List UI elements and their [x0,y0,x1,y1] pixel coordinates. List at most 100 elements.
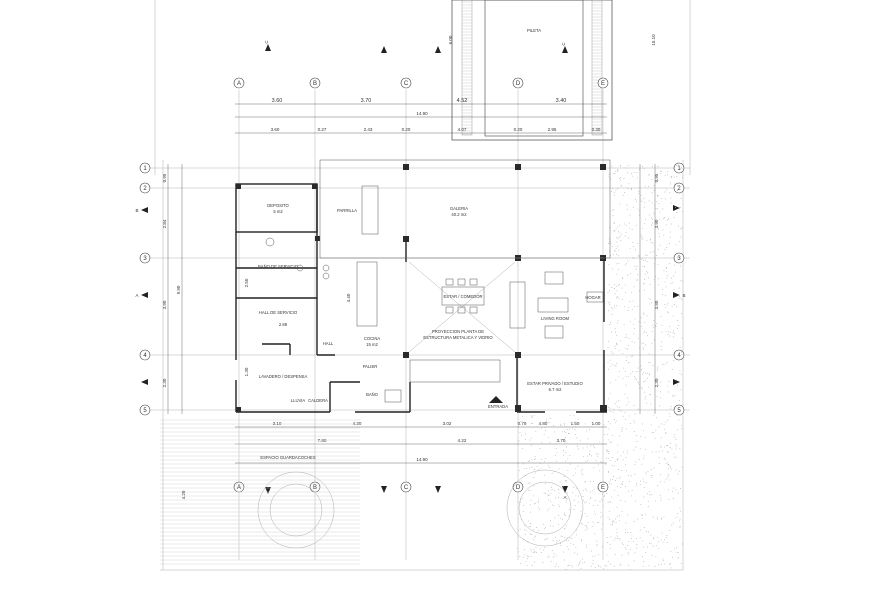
room-label-bano: BAÑO [366,392,379,397]
dim-pool-left: 6.00 [448,35,453,44]
axis-label-a-top: A [237,81,241,87]
dim-top-sub-5: 4.07 [458,127,467,132]
room-area-cocina: 15 m2 [366,342,378,347]
axis-label-4-left: 4 [143,353,147,359]
walls [235,183,607,413]
garden-texture [517,164,684,571]
dim-hall-servicio: 2.88 [279,322,288,327]
dim-top-sub-4: 0.20 [402,127,411,132]
axis-label-d-bottom: D [516,485,521,491]
dim-left-4: 2.30 [162,378,167,387]
room-label-cocina: COCINA [364,336,380,341]
room-label-lavadero: LAVADERO / DESPENSA [259,374,308,379]
pool-deck-hatch [462,1,602,135]
dim-bottom-total: 14.90 [416,457,428,462]
dim-bottom-3: 3.02 [443,421,452,426]
dim-guardacoches: 4.20 [181,490,186,499]
room-label-deposito: DEPOSITO [267,203,289,208]
dim-bottom-1: 3.10 [273,421,282,426]
section-mark-c-top-right: C [561,42,566,46]
dim-bottom-10: 3.70 [557,438,566,443]
axis-label-2-left: 2 [143,186,147,192]
dim-top-3: 4.52 [457,98,468,104]
dimensions-left: 0.95 2.84 3.90 2.30 9.90 [162,164,183,414]
room-label-guardacoches: ESPACIO GUARDACOCHES [260,455,316,460]
section-mark-c-top: C [264,40,269,44]
dim-bottom-9: 4.22 [458,438,467,443]
axis-label-1-right: 1 [677,166,681,172]
dim-top-sub-3: 2.43 [364,127,373,132]
room-label-estar-comedor: ESTAR / COMEDOR [443,294,482,299]
axis-label-1-left: 1 [143,166,147,172]
room-label-palier: PALIER [363,364,378,369]
axis-bubbles-left: 1 2 3 4 5 [139,162,151,416]
axis-label-c-bottom: C [404,485,409,491]
room-label-lluvia: LLUVIA [291,398,306,403]
dim-small-1: 2.50 [244,278,249,287]
axis-label-5-right: 5 [677,408,681,414]
dim-top-2: 3.70 [361,98,372,104]
grid-lines [150,0,691,571]
dim-bottom-8: 7.80 [318,438,327,443]
room-area-deposito: 5 m2 [273,209,283,214]
dim-top-total: 14.90 [416,111,428,116]
section-mark-b-left: B [135,208,138,213]
projection-note-line-1: PROYECCION PLANTA DE [432,329,484,334]
dim-bottom-6: 1.50 [571,421,580,426]
pool-label: PILETA [527,28,541,33]
dim-right-4: 2.30 [654,378,659,387]
dim-left-1: 0.95 [162,173,167,182]
dimensions-bottom: 3.10 4.30 3.02 0.70 4.80 1.50 1.00 7.80 … [235,421,607,464]
axis-label-d-top: D [516,81,521,87]
axis-bubbles-right: 1 2 3 4 5 [673,162,685,416]
dim-right-3: 3.90 [654,300,659,309]
axis-bubbles-top: A B C D E [233,77,609,89]
axis-label-4-right: 4 [677,353,681,359]
dim-right-1: 0.95 [654,173,659,182]
room-label-estar-privado: ESTAR PRIVADO / ESTUDIO [527,381,583,386]
dim-bottom-4: 0.70 [518,421,527,426]
room-label-living: LIVING ROOM [541,316,569,321]
room-label-parrilla: PARRILLA [337,208,357,213]
dimensions-right: 0.95 3.90 3.90 2.30 [639,164,659,414]
dim-bottom-7: 1.00 [592,421,601,426]
axis-label-e-bottom: E [601,485,605,491]
dim-top-4: 3.40 [556,98,567,104]
projection-note-line-2: ESTRUCTURA METALICA Y VIDRIO [423,335,493,340]
axis-label-c-top: C [404,81,409,87]
room-labels: DEPOSITO 5 m2 BAÑO DE SERVICIO HALL DE S… [181,203,601,499]
dim-left-2: 2.84 [162,219,167,228]
dim-top-1: 3.60 [272,98,283,104]
dim-top-sub-2: 0.27 [318,127,327,132]
section-mark-b-right: B [682,293,685,298]
dim-left-3: 3.90 [162,300,167,309]
dim-top-sub-7: 2.95 [548,127,557,132]
dim-kitchen: 4.40 [346,293,351,302]
section-mark-a-bottom: A [563,495,566,500]
room-label-hogar: HOGAR [585,295,600,300]
interior-details [257,159,611,549]
axis-label-5-left: 5 [143,408,147,414]
deck-slats [160,419,360,565]
axis-label-3-left: 3 [143,256,147,262]
pool: PILETA 6.00 15.10 [448,0,656,141]
dim-small-2: 1.30 [244,367,249,376]
dimensions-top: 3.60 3.70 4.52 3.40 14.90 3.60 0.27 2.43… [235,98,607,134]
axis-label-3-right: 3 [677,256,681,262]
dim-top-sub-6: 0.20 [514,127,523,132]
room-label-galeria: GALERIA [450,206,468,211]
room-label-hall-servicio: HALL DE SERVICIO [259,310,298,315]
section-mark-a-left: A [135,293,138,298]
axis-label-e-top: E [601,81,605,87]
room-label-caldera: CALDERA [308,398,328,403]
axis-label-b-top: B [313,81,317,87]
room-label-entrada: ENTRADA [488,404,508,409]
dim-top-sub-8: 0.30 [592,127,601,132]
axis-label-2-right: 2 [677,186,681,192]
dim-bottom-5: 4.80 [539,421,548,426]
room-label-bano-servicio: BAÑO DE SERVICIO [258,264,299,269]
room-area-estar-privado: 6.7 m2 [549,387,562,392]
dim-right-2: 3.90 [654,219,659,228]
section-marks: C C B A B A [135,40,685,500]
dim-top-sub-1: 3.60 [271,127,280,132]
